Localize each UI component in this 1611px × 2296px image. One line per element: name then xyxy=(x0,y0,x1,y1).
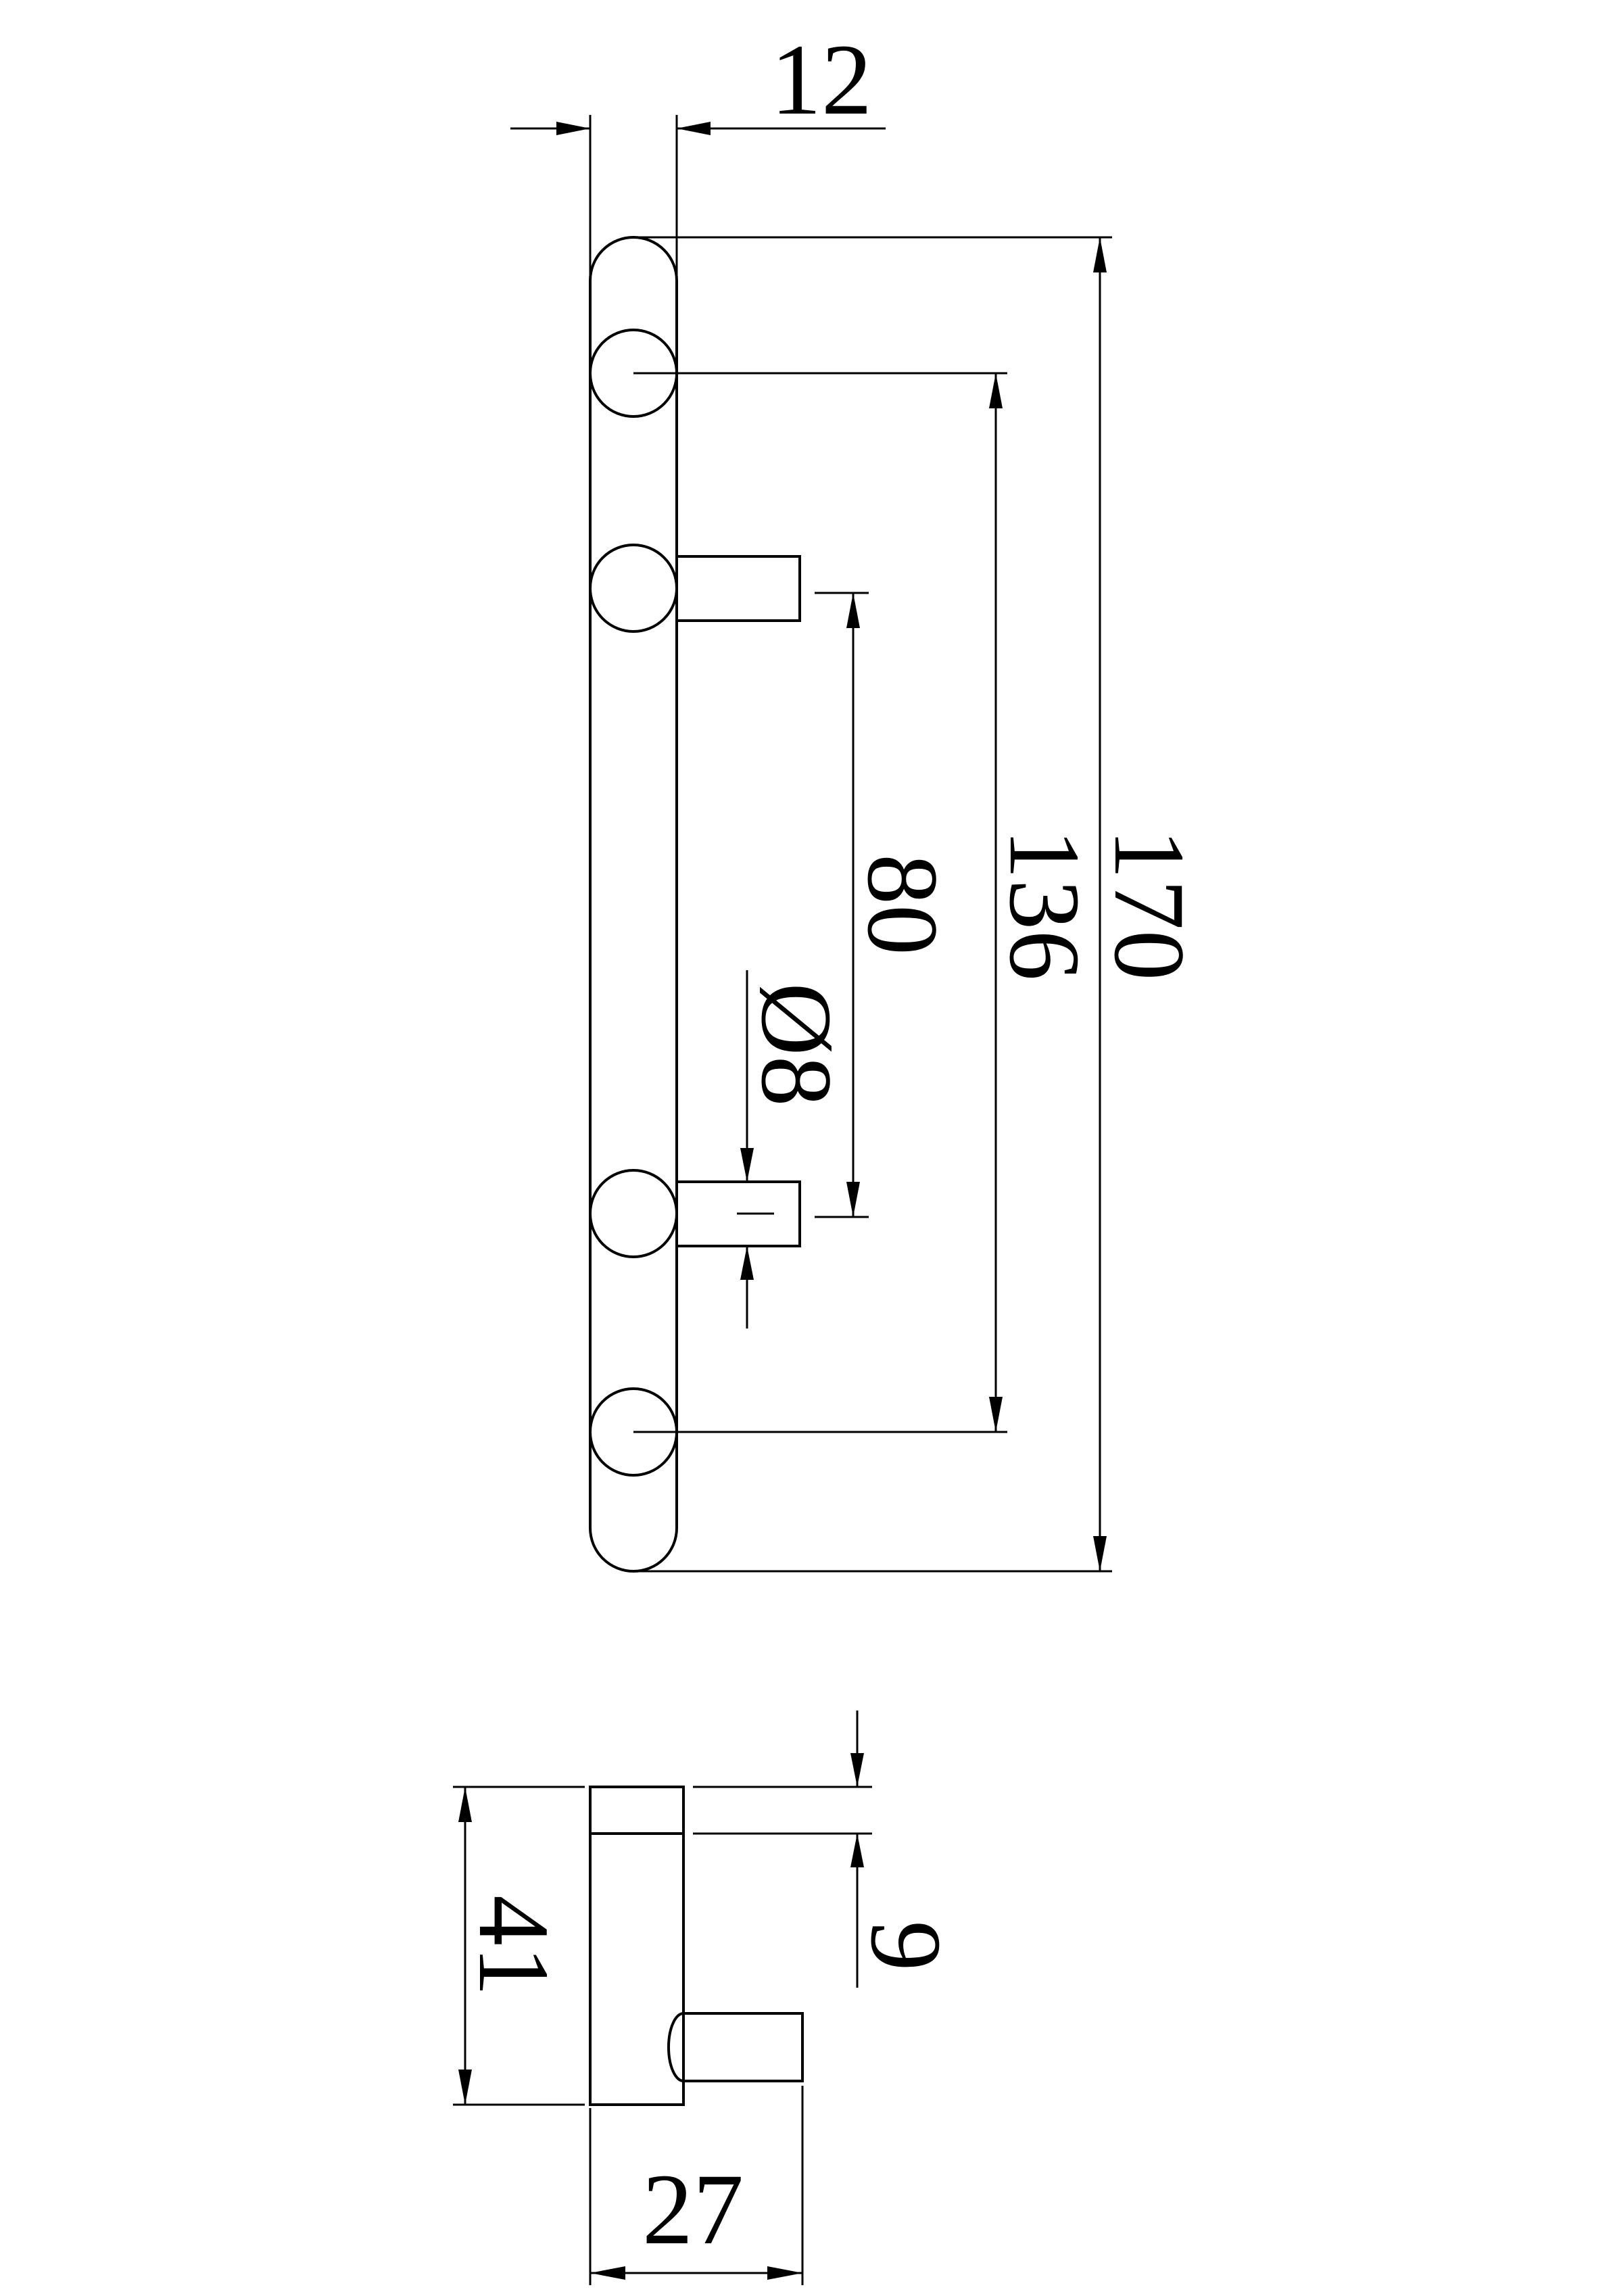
handle-bar-outline xyxy=(589,236,678,1573)
dimension-post-diameter: Ø8 xyxy=(737,970,852,1329)
side-body xyxy=(589,1786,685,2106)
post-circle-upper xyxy=(589,544,678,633)
dim-depth-label: 27 xyxy=(642,2153,744,2266)
post-lower xyxy=(677,1180,801,1247)
dim-hole-spacing-label: 136 xyxy=(988,829,1101,981)
dim-post-spacing-label: 80 xyxy=(846,854,959,955)
dimension-post-spacing: 80 xyxy=(815,592,959,1218)
dim-width-label: 12 xyxy=(771,24,872,136)
front-view xyxy=(589,236,801,1573)
dimension-depth: 27 xyxy=(589,2086,804,2285)
dimension-overall-length: 170 xyxy=(633,236,1205,1573)
dimension-hole-spacing: 136 xyxy=(633,372,1101,1433)
dimension-width: 12 xyxy=(510,24,886,277)
post-upper xyxy=(677,555,801,622)
dim-thickness-label: 9 xyxy=(850,1921,962,1971)
dim-overall-length-label: 170 xyxy=(1093,829,1205,981)
dimension-height: 41 xyxy=(453,1786,585,2106)
side-post xyxy=(667,2012,804,2082)
dim-post-diameter-label: Ø8 xyxy=(740,982,852,1106)
dim-height-label: 41 xyxy=(458,1895,570,1996)
dimension-thickness: 9 xyxy=(693,1711,962,1988)
side-view xyxy=(589,1786,804,2106)
post-circle-lower xyxy=(589,1169,678,1258)
